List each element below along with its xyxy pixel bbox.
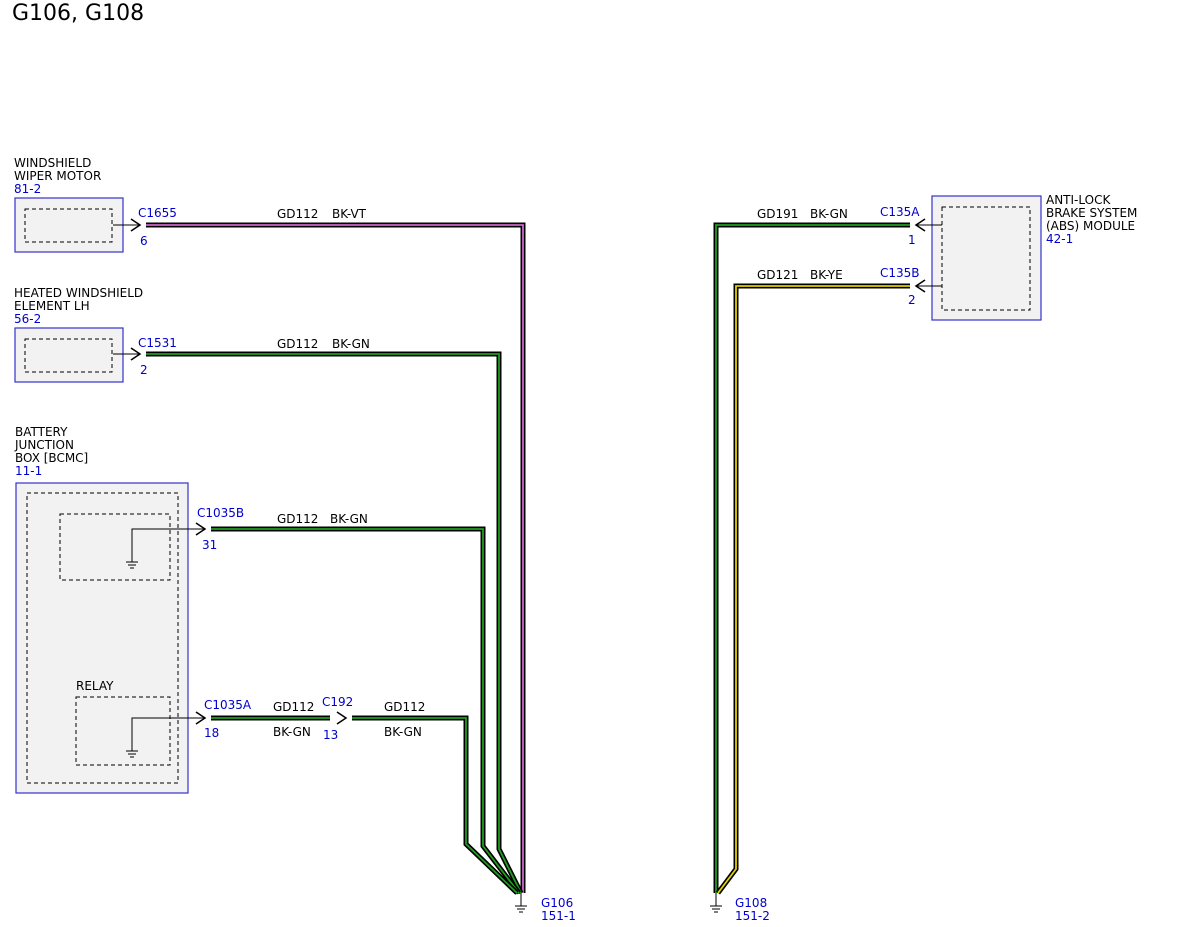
connector-arrow-c1531 (113, 347, 142, 361)
connector-c135a-pin: 1 (908, 233, 916, 247)
ground-g108-id[interactable]: G108 (735, 896, 767, 910)
wire-label-color: BK-GN (330, 512, 368, 526)
connector-c1655-pin: 6 (140, 234, 148, 248)
wire-label-color: BK-VT (332, 207, 367, 221)
connector-c135a-id[interactable]: C135A (880, 205, 920, 219)
bjb-ref[interactable]: 11-1 (15, 464, 42, 478)
wire-label-circuit: GD112 (273, 700, 314, 714)
abs-ref[interactable]: 42-1 (1046, 232, 1073, 246)
wiper-motor-box[interactable] (14, 197, 124, 253)
bjb-box[interactable] (15, 482, 189, 794)
wire-gd112-bk-gn-heated[interactable] (146, 351, 524, 895)
wire-gd112-bk-gn-c1035b[interactable] (211, 526, 521, 895)
bjb-internal (26, 492, 179, 784)
connector-c1531-id[interactable]: C1531 (138, 336, 177, 350)
connector-arrow-c1035a (195, 711, 207, 725)
bjb-sub-module (59, 513, 171, 581)
bjb-name-line2: JUNCTION (14, 438, 74, 452)
wiper-motor-name-line2: WIPER MOTOR (14, 169, 101, 183)
wire-label-circuit: GD121 (757, 268, 798, 282)
bjb-name-line3: BOX [BCMC] (15, 451, 88, 465)
abs-box[interactable] (931, 195, 1042, 321)
heated-windshield-name-line1: HEATED WINDSHIELD (14, 286, 143, 300)
wire-label-color: BK-GN (810, 207, 848, 221)
wire-label-color: BK-GN (384, 725, 422, 739)
connector-arrow-c1035b (195, 522, 207, 536)
relay-box (75, 696, 171, 766)
abs-name-line3: (ABS) MODULE (1046, 219, 1135, 233)
connector-c192-pin: 13 (323, 728, 338, 742)
connector-c1035b-pin: 31 (202, 538, 217, 552)
page-title: G106, G108 (12, 1, 144, 26)
wire-label-circuit: GD112 (277, 337, 318, 351)
wire-label-circuit: GD112 (277, 512, 318, 526)
connector-c1035a-id[interactable]: C1035A (204, 698, 252, 712)
connector-arrow-c135b (914, 279, 942, 293)
ground-g106-id[interactable]: G106 (541, 896, 573, 910)
wire-gd121-bk-ye[interactable] (716, 283, 910, 895)
connector-arrow-c192 (336, 711, 348, 725)
connector-arrow-c1655 (113, 218, 142, 232)
bjb-internal-ground-1 (125, 528, 204, 569)
wiper-motor-ref[interactable]: 81-2 (14, 182, 41, 196)
bjb-name-line1: BATTERY (15, 425, 68, 439)
wire-label-color: BK-GN (273, 725, 311, 739)
connector-c1035a-pin: 18 (204, 726, 219, 740)
ground-g108-ref[interactable]: 151-2 (735, 909, 770, 923)
wire-label-circuit: GD112 (384, 700, 425, 714)
wiper-motor-internal (24, 208, 113, 243)
ground-g108-symbol (709, 893, 723, 913)
connector-c135b-pin: 2 (908, 293, 916, 307)
heated-windshield-ref[interactable]: 56-2 (14, 312, 41, 326)
wire-gd112-bk-vt[interactable] (146, 222, 526, 893)
wire-label-color: BK-GN (332, 337, 370, 351)
abs-name-line2: BRAKE SYSTEM (1046, 206, 1137, 220)
heated-windshield-internal (24, 338, 113, 373)
wire-gd112-bk-gn-c192-right[interactable] (352, 715, 519, 895)
wire-label-circuit: GD112 (277, 207, 318, 221)
wire-label-color: BK-YE (810, 268, 843, 282)
heated-windshield-name-line2: ELEMENT LH (14, 299, 90, 313)
wire-label-circuit: GD191 (757, 207, 798, 221)
relay-label: RELAY (76, 679, 114, 693)
abs-internal (941, 206, 1031, 311)
bjb-internal-ground-2 (125, 717, 204, 758)
connector-c1035b-id[interactable]: C1035B (197, 506, 244, 520)
ground-g106-symbol (514, 893, 528, 913)
connector-c1655-id[interactable]: C1655 (138, 206, 177, 220)
wire-gd191-bk-gn[interactable] (713, 222, 910, 893)
connector-c1531-pin: 2 (140, 363, 148, 377)
connector-c192-id[interactable]: C192 (322, 695, 353, 709)
ground-g106-ref[interactable]: 151-1 (541, 909, 576, 923)
connector-arrow-c135a (914, 218, 942, 232)
wiper-motor-name-line1: WINDSHIELD (14, 156, 91, 170)
connector-c135b-id[interactable]: C135B (880, 266, 920, 280)
abs-name-line1: ANTI-LOCK (1046, 193, 1111, 207)
heated-windshield-box[interactable] (14, 327, 124, 383)
